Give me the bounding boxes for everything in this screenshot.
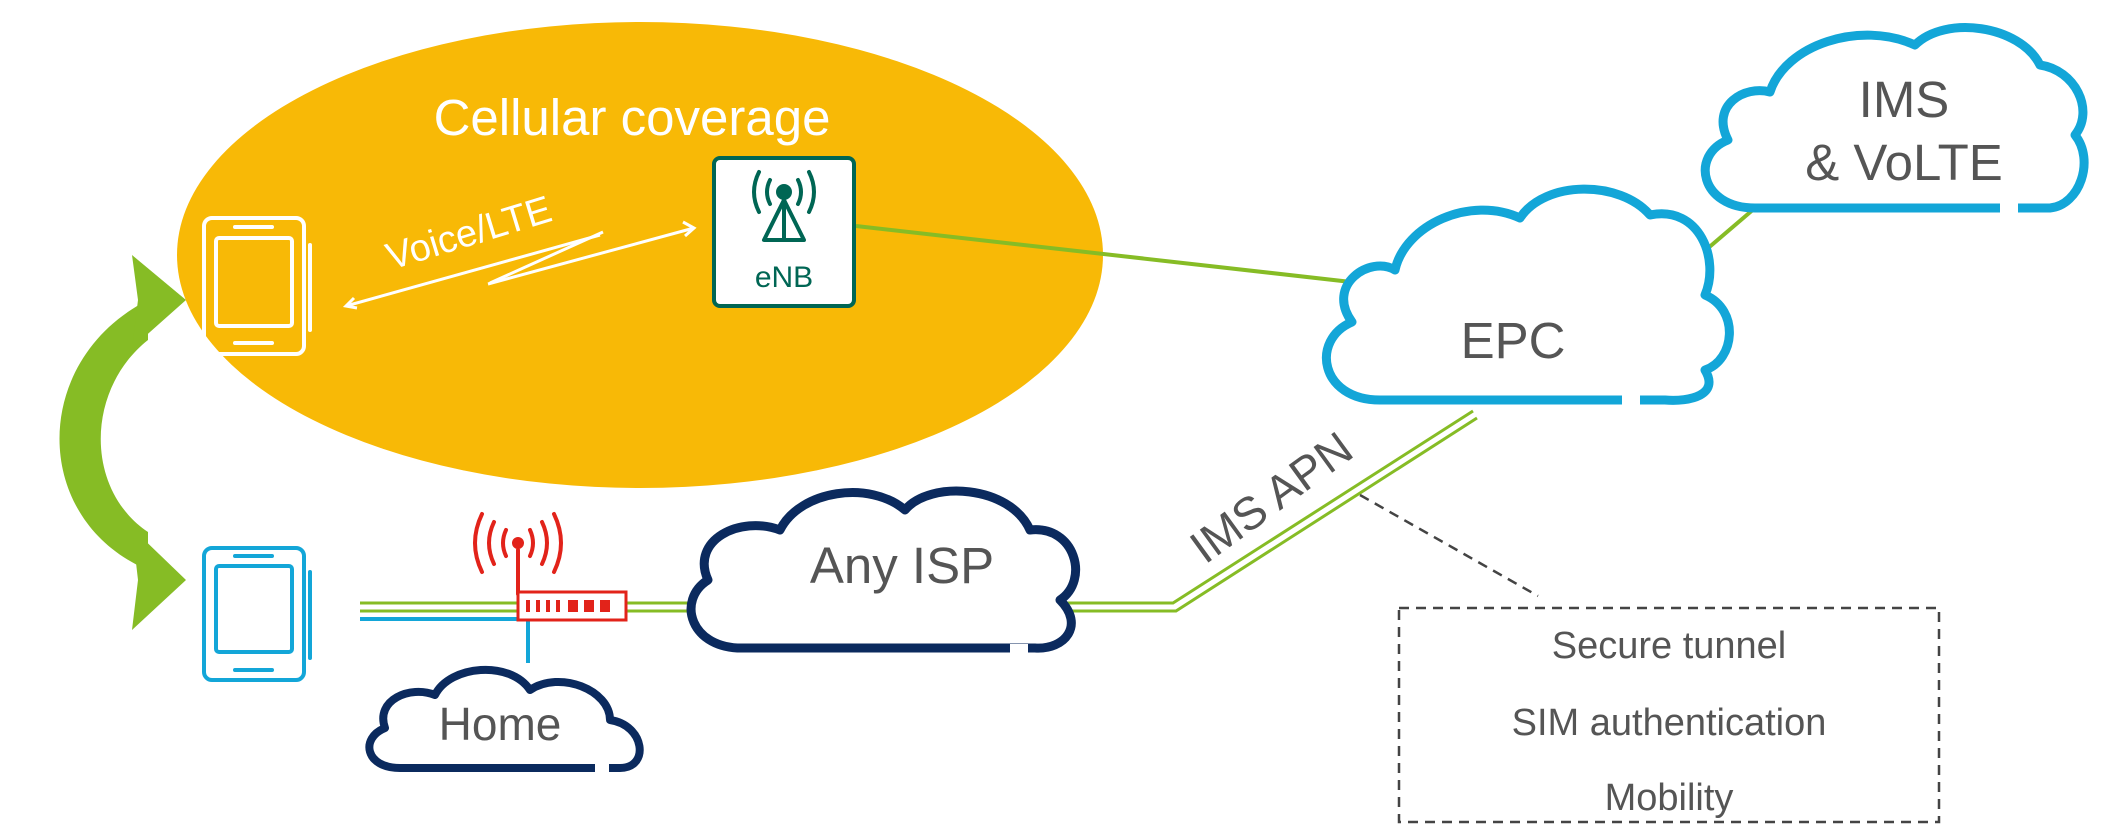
callout-connector (1359, 493, 1539, 598)
ims-label-line1: IMS (1859, 71, 1950, 128)
cellular-coverage-label: Cellular coverage (434, 89, 831, 146)
wifi-router-icon (473, 512, 628, 622)
cellular-coverage-area (177, 22, 1103, 488)
ims-apn-tunnel (360, 409, 1478, 613)
feature-callout-box: Secure tunnel SIM authentication Mobilit… (1397, 606, 1941, 824)
enb-node: eNB (712, 156, 856, 308)
feature-mobility: Mobility (1605, 777, 1734, 819)
feature-sim-authentication: SIM authentication (1512, 702, 1827, 744)
ims-label-line2: & VoLTE (1805, 134, 2003, 191)
mobile-phone-icon (202, 216, 312, 356)
home-cloud: Home (365, 666, 644, 773)
voice-lte-link (342, 220, 697, 310)
cell-tower-icon (752, 170, 816, 242)
enb-epc-link (855, 224, 1361, 285)
feature-secure-tunnel: Secure tunnel (1552, 625, 1787, 667)
enb-label: eNB (755, 261, 813, 294)
curved-double-arrow-icon (59, 255, 186, 630)
home-link (360, 617, 530, 663)
ims-volte-cloud: IMS & VoLTE (1700, 23, 2089, 215)
isp-label: Any ISP (810, 537, 994, 594)
epc-cloud: EPC (1322, 184, 1734, 407)
mobile-phone-icon (202, 546, 312, 682)
epc-label: EPC (1461, 312, 1566, 369)
home-label: Home (439, 698, 562, 750)
any-isp-cloud: Any ISP (686, 486, 1081, 654)
